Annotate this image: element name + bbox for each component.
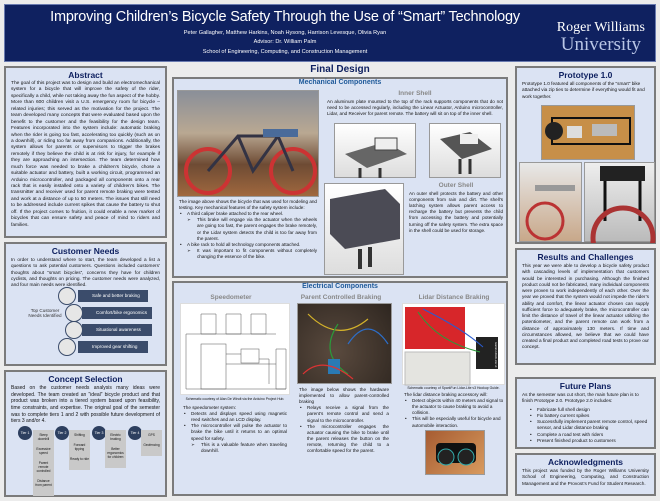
need-item: Situational awareness [82,324,152,336]
future-plans-panel: Future Plans As the semester was cut sho… [515,377,656,449]
concept-selection-panel: Concept Selection Based on the customer … [4,370,167,497]
tier-badge: Tier 1 [18,426,32,440]
results-title: Results and Challenges [537,252,634,262]
acknowledgments-text: This project was funded by the Roger Wil… [522,468,649,486]
results-text: This year we were able to develop a bicy… [522,263,649,350]
needs-label: Top Customer Needs Identified [28,308,62,318]
customer-needs-title: Customer Needs [51,246,120,256]
results-panel: Results and Challenges This year we were… [515,248,656,365]
need-item: Comfort/bike ergonomics [82,307,152,319]
parent-braking-text: The image below shows the hardware imple… [294,386,394,455]
poster-title: Improving Children’s Bicycle Safety Thro… [50,9,520,25]
mechanical-panel: Mechanical Components The image above sh… [172,77,508,278]
outer-shell-render [324,183,404,275]
lidar-text: The lidar distance braking accessory wil… [399,391,510,430]
final-design-title: Final Design [310,64,370,75]
bicycle-photo [177,90,319,197]
prototype-text: Prototype 1.0 featured all components of… [522,81,645,99]
university-logo-word: University [560,34,641,55]
speedometer-title: Speedometer [210,294,252,301]
authors: Peter Gallagher, Matthew Harkins, Noah H… [183,30,387,36]
inner-shell-render-2 [429,123,501,178]
parent-braking-title: Parent Controlled Braking [300,294,382,301]
concept-title: Concept Selection [48,374,123,384]
future-plans-text: As the semester was cut short, the main … [522,392,639,404]
prototype-panel: Prototype 1.0 Prototype 1.0 featured all… [515,66,656,271]
concept-text: Based on the customer needs analysis man… [11,385,160,425]
prototype-title: Prototype 1.0 [558,70,613,80]
lidar-sensor-photo [425,430,485,475]
abstract-panel: Abstract The goal of this project was to… [4,66,167,238]
electrical-title: Electrical Components [302,283,378,290]
future-plans-title: Future Plans [559,381,612,391]
inner-shell-text: An aluminum plate mounted to the top of … [327,99,503,117]
speedometer-caption: Schematic courtesy of Alan De Windt via … [185,397,285,401]
lidar-title: Lidar Distance Braking [418,294,490,301]
prototype-rear-photo [584,162,656,271]
tier-badge: Tier 2 [55,426,69,440]
lidar-caption: Schematic courtesy of SparkFun Lidar-Lit… [407,386,500,390]
acknowledgments-panel: Acknowledgments This project was funded … [515,453,656,496]
school: School of Engineering, Computing, and Co… [202,49,368,55]
bike-description: The image above shows the bicycle that w… [174,198,322,261]
inner-shell-title: Inner Shell [398,90,432,97]
mechanical-title: Mechanical Components [298,79,382,86]
lidar-schematic: Garmin LIDAR-Lite v3 [402,303,505,386]
tier-badge: Tier 4 [128,426,142,440]
prototype-side-photo [519,162,582,242]
acknowledgments-title: Acknowledgments [547,457,624,467]
outer-shell-title: Outer Shell [438,182,474,189]
customer-needs-panel: Customer Needs In order to understand wh… [4,242,167,366]
speedometer-text: The speedometer system: Detects and disp… [178,404,292,455]
need-item: Improved gear shifting [78,341,148,353]
parent-braking-photo [297,303,392,384]
university-logo: Roger Williams [556,20,645,35]
advisor: Advisor: Dr. William Palm [253,39,317,45]
poster-header: Improving Children’s Bicycle Safety Thro… [4,4,656,62]
abstract-text: The goal of this project was to design a… [11,81,160,228]
need-item: Safe and better braking [78,290,148,302]
inner-shell-render [334,123,416,178]
future-plans-list: Fabricate full shell designFix battery c… [517,406,654,446]
abstract-title: Abstract [68,70,103,80]
lidar-sensor-label: Garmin LIDAR-Lite v3 [494,342,497,368]
tier-badge: Tier 3 [92,426,106,440]
customer-needs-text: In order to understand where to start, t… [11,257,160,287]
speedometer-schematic [180,303,290,395]
outer-shell-text: An outer shell protects the battery and … [409,191,503,233]
electrical-panel: Electrical Components Speedometer Schema… [172,281,508,496]
prototype-top-photo [541,105,635,160]
